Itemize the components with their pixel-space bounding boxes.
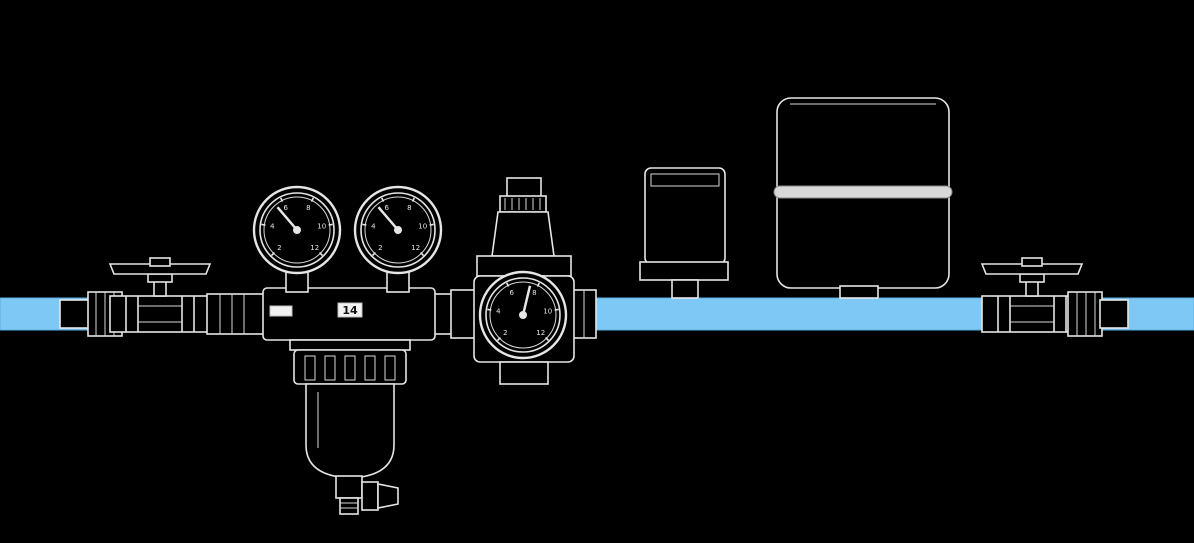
gauge-tick [429,223,434,226]
filter-gauge-outlet-dial: 2 4 6 8 10 12 [362,197,434,257]
gauge-tick [279,197,284,202]
gauge-tick [371,252,376,257]
gauge-tick-label: 8 [306,204,310,212]
gauge-tick [411,197,416,202]
gauge-tick-label: 10 [543,308,552,316]
gauge-tick-label: 12 [536,329,545,337]
water-hammer-arrestor[interactable] [639,167,729,299]
gauge-tick-label: 6 [509,289,514,297]
outlet-ball-valve[interactable] [981,257,1083,333]
gauge-tick-label: 8 [407,204,411,212]
gauge-tick-label: 4 [270,223,275,231]
gauge-tick [487,308,492,311]
gauge-tick-label: 2 [378,244,382,252]
gauge-tick [270,252,275,257]
gauge-tick-label: 8 [532,289,536,297]
outlet-compression-fitting [1067,291,1129,337]
expansion-vessel[interactable] [773,97,953,299]
gauge-tick-label: 10 [317,223,326,231]
filter-housing[interactable]: 14 [206,269,456,515]
gauge-tick [496,337,501,342]
gauge-needle [276,206,298,231]
gauge-tick [380,197,385,202]
gauge-tick [536,282,541,287]
gauge-tick-label: 10 [418,223,427,231]
gauge-tick-label: 12 [411,244,420,252]
gauge-tick-label: 2 [503,329,507,337]
gauge-tick [420,252,425,257]
filter-label: 14 [342,304,358,317]
gauge-tick-label: 6 [384,204,389,212]
gauge-tick [310,197,315,202]
gauge-tick [554,308,559,311]
gauge-tick-label: 2 [277,244,281,252]
gauge-needle [377,206,399,231]
reducer-gauge-dial: 2 4 6 8 10 12 [487,282,559,342]
inlet-ball-valve[interactable] [109,257,211,333]
gauge-tick [319,252,324,257]
gauge-tick-label: 6 [283,204,288,212]
gauge-needle [521,285,532,316]
gauge-tick [505,282,510,287]
gauge-tick-label: 12 [310,244,319,252]
gauge-tick [362,223,367,226]
gauge-tick [545,337,550,342]
gauge-tick-label: 4 [371,223,376,231]
filter-gauge-inlet-dial: 2 4 6 8 10 12 [261,197,333,257]
gauge-tick-label: 4 [496,308,501,316]
filter-label-plate [337,302,363,318]
gauge-tick [328,223,333,226]
gauge-tick [261,223,266,226]
